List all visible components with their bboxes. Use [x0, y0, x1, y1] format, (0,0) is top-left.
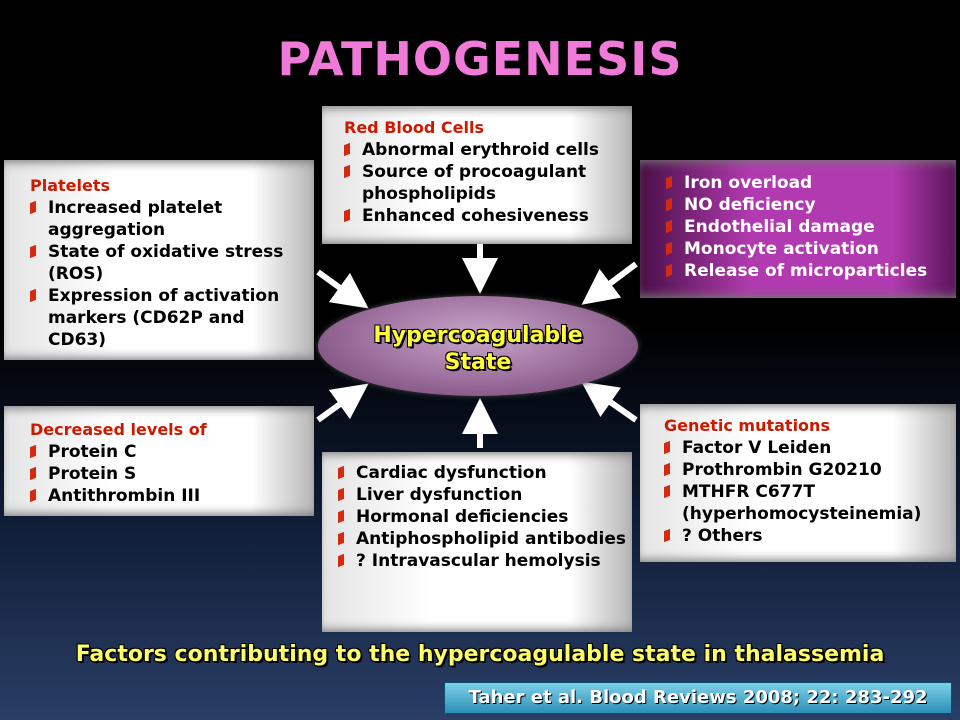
organ-dysfunction-box: Cardiac dysfunction Liver dysfunction Ho… — [322, 452, 632, 632]
list-item: State of oxidative stress (ROS) — [30, 241, 308, 285]
box-heading: Decreased levels of — [30, 420, 207, 439]
list-item: Antithrombin III — [30, 485, 308, 507]
list-item: ? Others — [664, 525, 956, 547]
genetic-mutations-box: Genetic mutations Factor V Leiden Prothr… — [640, 404, 956, 562]
arrow-bottom-right — [581, 381, 638, 423]
slide-title: PATHOGENESIS — [277, 32, 683, 86]
list-item: Protein C — [30, 441, 308, 463]
list-item: NO deficiency — [666, 194, 956, 216]
arrow-top-right — [581, 261, 638, 305]
list-item: ? Intravascular hemolysis — [338, 550, 626, 572]
list-item: Endothelial damage — [666, 216, 956, 238]
list-item: Release of microparticles — [666, 260, 956, 282]
list-item: Expression of activation markers (CD62P … — [30, 285, 308, 351]
iron-overload-box: Iron overload NO deficiency Endothelial … — [640, 160, 956, 298]
list-item: Source of procoagulant phospholipids — [344, 161, 626, 205]
red-blood-cells-box: Red Blood Cells Abnormal erythroid cells… — [322, 106, 632, 244]
list-item: Antiphospholipid antibodies — [338, 528, 626, 550]
list-item: Monocyte activation — [666, 238, 956, 260]
list-item: Prothrombin G20210 — [664, 459, 956, 481]
list-item: Enhanced cohesiveness — [344, 205, 626, 227]
box-heading: Red Blood Cells — [344, 118, 484, 137]
list-item: Protein S — [30, 463, 308, 485]
list-item: Cardiac dysfunction — [338, 462, 626, 484]
arrow-top-left — [316, 269, 369, 309]
reference-banner: Taher et al. Blood Reviews 2008; 22: 283… — [444, 682, 952, 714]
center-label: Hypercoagulable State — [318, 322, 638, 376]
box-heading: Platelets — [30, 176, 111, 195]
center-label-line2: State — [444, 350, 512, 375]
arrow-bottom-left — [316, 383, 369, 423]
box-heading: Genetic mutations — [664, 416, 830, 435]
list-item: MTHFR C677T (hyperhomocysteinemia) — [664, 481, 956, 525]
hypercoagulable-state-node — [318, 296, 638, 396]
list-item: Liver dysfunction — [338, 484, 626, 506]
platelets-box: Platelets Increased platelet aggregation… — [4, 160, 314, 360]
decreased-levels-box: Decreased levels of Protein C Protein S … — [4, 406, 314, 516]
figure-caption: Factors contributing to the hypercoagula… — [75, 642, 885, 667]
list-item: Increased platelet aggregation — [30, 197, 308, 241]
list-item: Abnormal erythroid cells — [344, 139, 626, 161]
center-label-line1: Hypercoagulable — [373, 323, 583, 348]
list-item: Hormonal deficiencies — [338, 506, 626, 528]
list-item: Factor V Leiden — [664, 437, 956, 459]
list-item: Iron overload — [666, 172, 956, 194]
